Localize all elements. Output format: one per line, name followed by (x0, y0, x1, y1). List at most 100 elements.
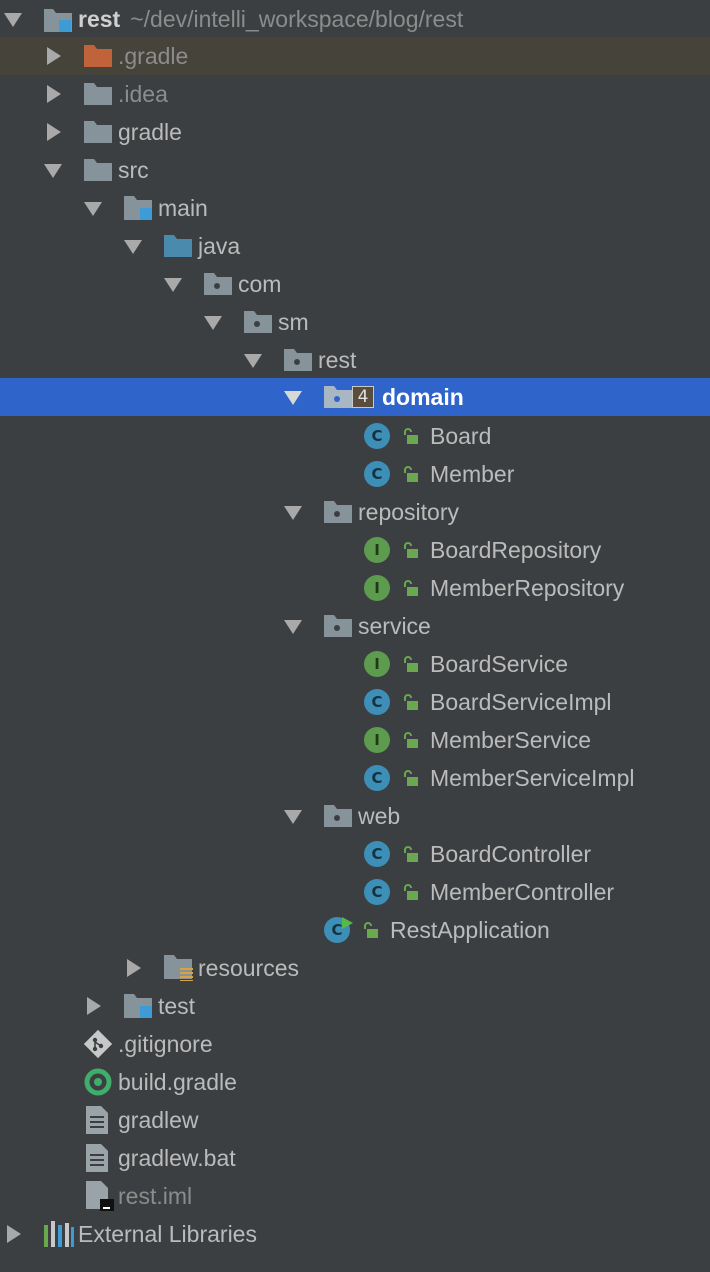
tree-label: resources (198, 955, 299, 981)
tree-row-test[interactable]: test (0, 987, 710, 1025)
tree-row-gradlew-bat[interactable]: gradlew.bat (0, 1139, 710, 1177)
bookmark-badge: 4 (352, 386, 374, 408)
triangle-down-icon[interactable] (282, 607, 304, 645)
triangle-down-icon[interactable] (162, 265, 184, 303)
tree-row-idea[interactable]: .idea (0, 75, 710, 113)
triangle-right-icon[interactable] (42, 113, 64, 151)
tree-label: build.gradle (118, 1069, 237, 1095)
triangle-right-icon[interactable] (82, 987, 104, 1025)
gradle-icon (84, 1063, 112, 1101)
tree-label: .gitignore (118, 1031, 213, 1057)
class-icon: C (364, 423, 390, 449)
tree-row-main[interactable]: main (0, 189, 710, 227)
tree-row-gradlew[interactable]: gradlew (0, 1101, 710, 1139)
tree-row-project-root[interactable]: rest~/dev/intelli_workspace/blog/rest (0, 0, 710, 38)
tree-row-rest-application[interactable]: C RestApplication (0, 911, 710, 949)
tree-row-com[interactable]: com (0, 265, 710, 303)
tree-row-rest-package[interactable]: rest (0, 341, 710, 379)
triangle-right-icon[interactable] (42, 75, 64, 113)
triangle-down-icon[interactable] (82, 189, 104, 227)
class-icon: C (364, 689, 390, 715)
tree-row-member-repository[interactable]: I MemberRepository (0, 569, 710, 607)
tree-label: Board (430, 423, 492, 449)
triangle-down-icon[interactable] (42, 151, 64, 189)
module-folder-icon (44, 0, 72, 38)
green-lock-icon (401, 683, 419, 721)
excluded-folder-icon (84, 37, 112, 75)
tree-row-external-libraries[interactable]: External Libraries (0, 1215, 710, 1253)
green-lock-icon (401, 531, 419, 569)
tree-row-board-service[interactable]: I BoardService (0, 645, 710, 683)
triangle-down-icon[interactable] (202, 303, 224, 341)
tree-label: src (118, 157, 149, 183)
tree-label: .idea (118, 81, 168, 107)
tree-label: sm (278, 309, 309, 335)
triangle-down-icon[interactable] (282, 378, 304, 416)
tree-row-board-controller[interactable]: C BoardController (0, 835, 710, 873)
tree-row-domain[interactable]: 4 domain (0, 378, 710, 416)
tree-row-rest-iml[interactable]: rest.iml (0, 1177, 710, 1215)
interface-icon: I (364, 651, 390, 677)
tree-label: web (358, 803, 401, 829)
folder-icon (84, 151, 112, 189)
tree-label: service (358, 613, 431, 639)
class-icon: C (364, 841, 390, 867)
class-icon: C (364, 765, 390, 791)
tree-label: gradle (118, 119, 182, 145)
tree-row-service[interactable]: service (0, 607, 710, 645)
tree-row-resources[interactable]: resources (0, 949, 710, 987)
tree-row-web[interactable]: web (0, 797, 710, 835)
green-lock-icon (401, 417, 419, 455)
triangle-down-icon[interactable] (242, 341, 264, 379)
tree-label: test (158, 993, 196, 1019)
tree-label: rest (318, 347, 357, 373)
triangle-down-icon[interactable] (2, 0, 24, 38)
text-file-icon (86, 1139, 108, 1177)
interface-icon: I (364, 575, 390, 601)
project-path: ~/dev/intelli_workspace/blog/rest (130, 6, 464, 32)
module-folder-icon (124, 987, 152, 1025)
triangle-down-icon[interactable] (282, 493, 304, 531)
triangle-down-icon[interactable] (282, 797, 304, 835)
tree-label: com (238, 271, 282, 297)
tree-label: Member (430, 461, 515, 487)
text-file-icon (86, 1101, 108, 1139)
package-icon (324, 378, 352, 416)
tree-row-gradle[interactable]: gradle (0, 113, 710, 151)
tree-label: gradlew (118, 1107, 199, 1133)
tree-label: External Libraries (78, 1221, 257, 1247)
tree-row-board-service-impl[interactable]: C BoardServiceImpl (0, 683, 710, 721)
tree-label: MemberServiceImpl (430, 765, 635, 791)
tree-row-repository[interactable]: repository (0, 493, 710, 531)
tree-row-member-controller[interactable]: C MemberController (0, 873, 710, 911)
tree-row-java[interactable]: java (0, 227, 710, 265)
package-icon (204, 265, 232, 303)
tree-row-gitignore[interactable]: .gitignore (0, 1025, 710, 1063)
tree-label: main (158, 195, 208, 221)
tree-row-member-service-impl[interactable]: C MemberServiceImpl (0, 759, 710, 797)
tree-label: domain (382, 384, 464, 410)
tree-row-src[interactable]: src (0, 151, 710, 189)
triangle-right-icon[interactable] (2, 1215, 24, 1253)
class-icon: C (364, 461, 390, 487)
tree-row-build-gradle[interactable]: build.gradle (0, 1063, 710, 1101)
tree-label: RestApplication (390, 917, 550, 943)
green-lock-icon (401, 873, 419, 911)
tree-row-board-repository[interactable]: I BoardRepository (0, 531, 710, 569)
tree-row-board[interactable]: C Board (0, 417, 710, 455)
tree-row-sm[interactable]: sm (0, 303, 710, 341)
resources-folder-icon (164, 949, 194, 987)
tree-row-member-service[interactable]: I MemberService (0, 721, 710, 759)
triangle-right-icon[interactable] (122, 949, 144, 987)
tree-row-member[interactable]: C Member (0, 455, 710, 493)
tree-row-gradle-hidden[interactable]: .gradle (0, 37, 710, 75)
triangle-right-icon[interactable] (42, 37, 64, 75)
green-lock-icon (361, 911, 379, 949)
interface-icon: I (364, 537, 390, 563)
folder-icon (84, 75, 112, 113)
tree-label: rest.iml (118, 1183, 193, 1209)
run-marker-icon (340, 911, 354, 949)
triangle-down-icon[interactable] (122, 227, 144, 265)
package-icon (244, 303, 272, 341)
